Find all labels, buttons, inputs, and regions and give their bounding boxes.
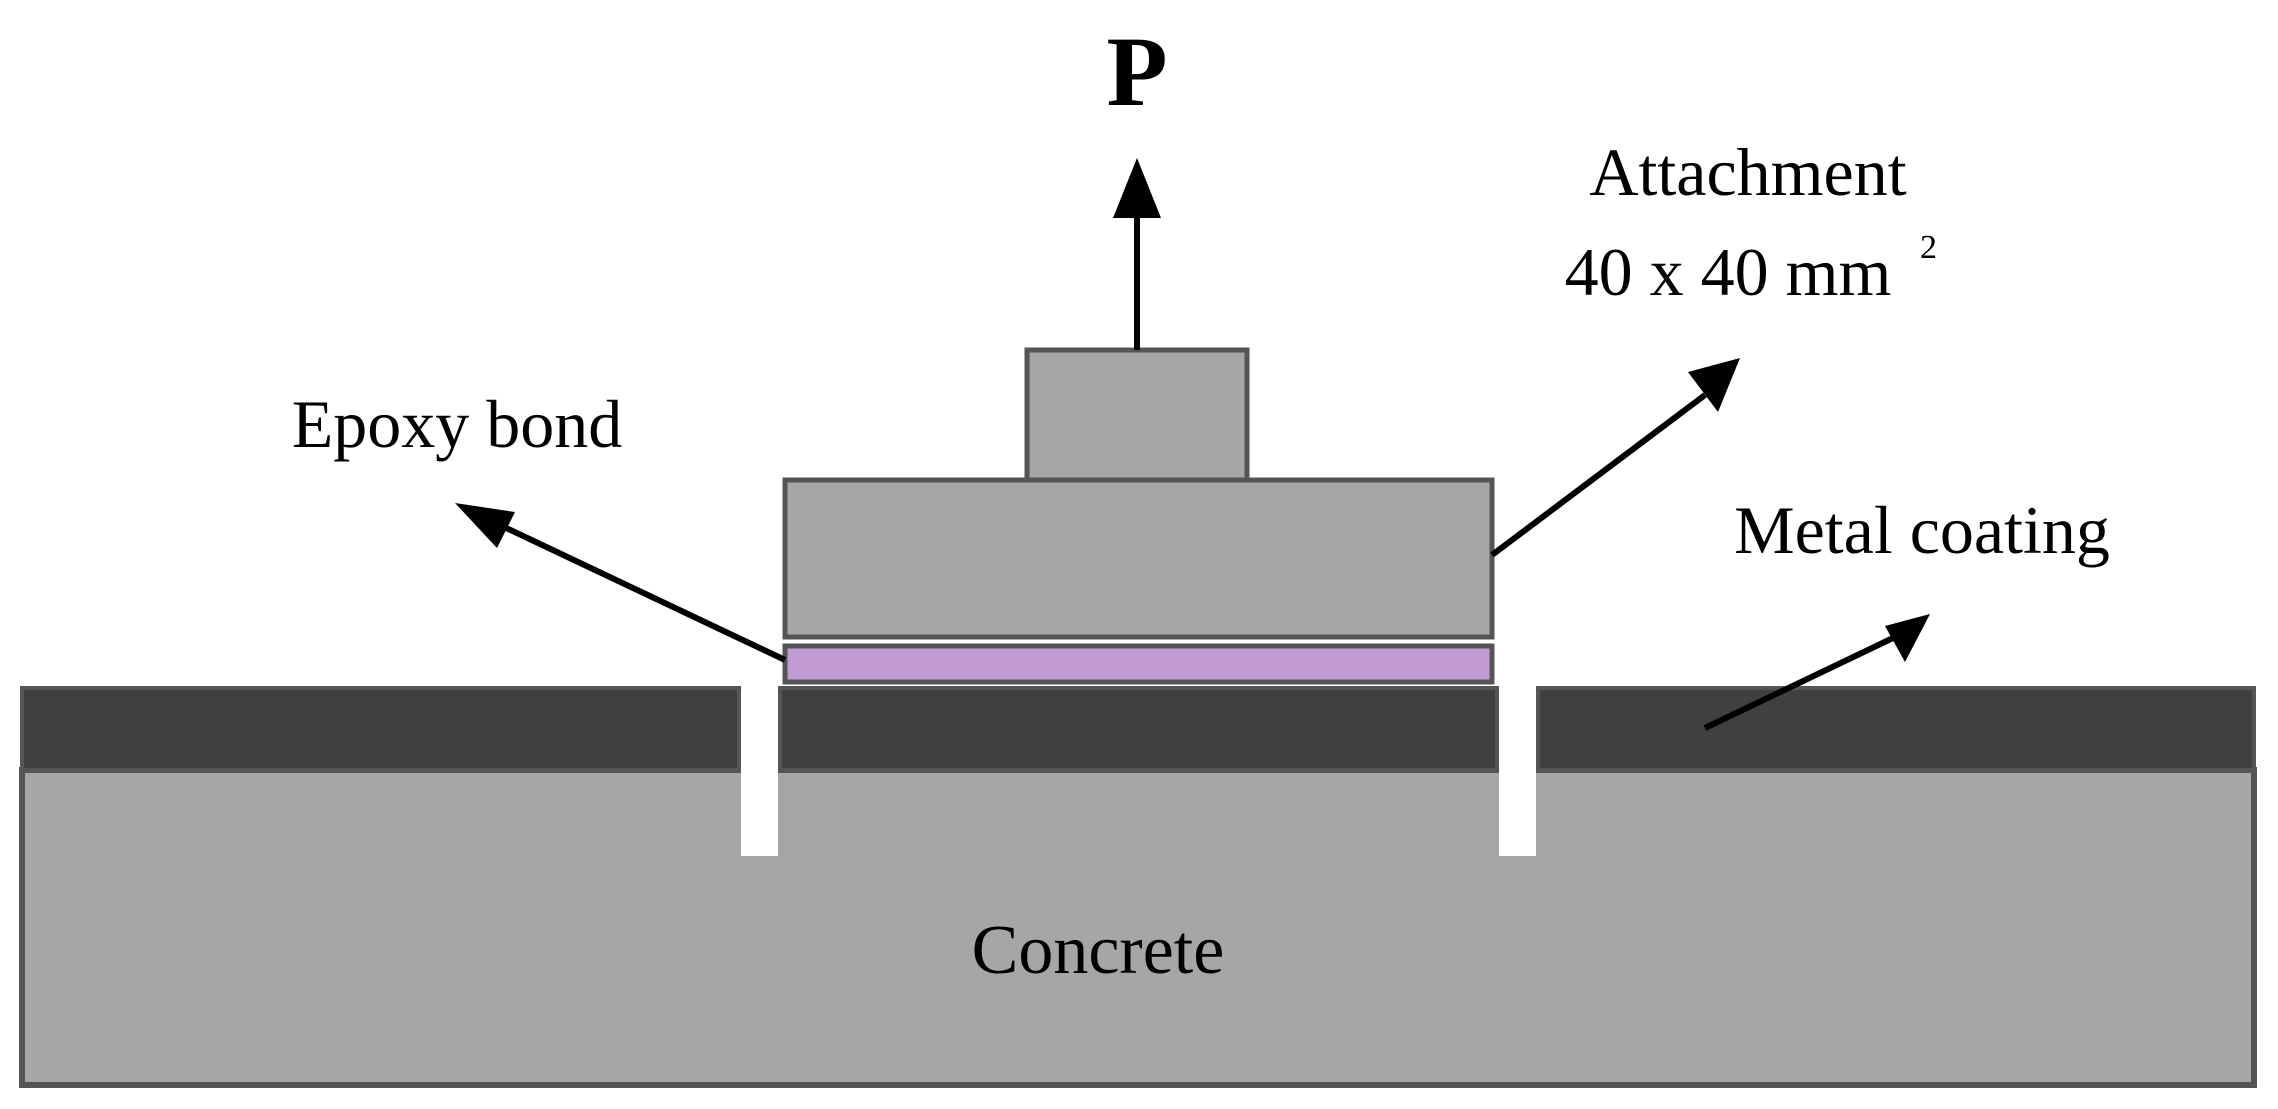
attachment-arrow-shaft [1490, 392, 1707, 558]
core-cut-left [741, 686, 778, 856]
attachment-label-line2: 40 x 40 mm [1565, 234, 1892, 310]
metal-coating-label: Metal coating [1734, 492, 2110, 568]
epoxy-arrow-shaft [498, 522, 787, 663]
metal-coating-right [1536, 686, 2256, 772]
epoxy-bond-layer [782, 643, 1495, 685]
epoxy-arrow-head [455, 503, 515, 548]
concrete-block [19, 767, 2257, 1088]
attachment-arrow-head [1688, 358, 1740, 412]
load-arrow-head [1113, 158, 1161, 218]
load-label: P [1106, 16, 1167, 127]
attachment-size-superscript: 2 [1920, 229, 1937, 266]
attachment-stem [1024, 347, 1250, 483]
metal-arrow-head [1885, 614, 1930, 662]
metal-coating-left [20, 686, 741, 772]
concrete-label: Concrete [972, 912, 1225, 989]
attachment-label-line1: Attachment [1589, 134, 1906, 210]
epoxy-label: Epoxy bond [292, 386, 623, 462]
metal-coating-center [778, 686, 1499, 772]
attachment-base [782, 477, 1495, 640]
attachment-size: 40 x 40 mm [1565, 234, 1892, 310]
core-cut-right [1499, 686, 1536, 856]
metal-arrow-shaft [1703, 634, 1897, 731]
